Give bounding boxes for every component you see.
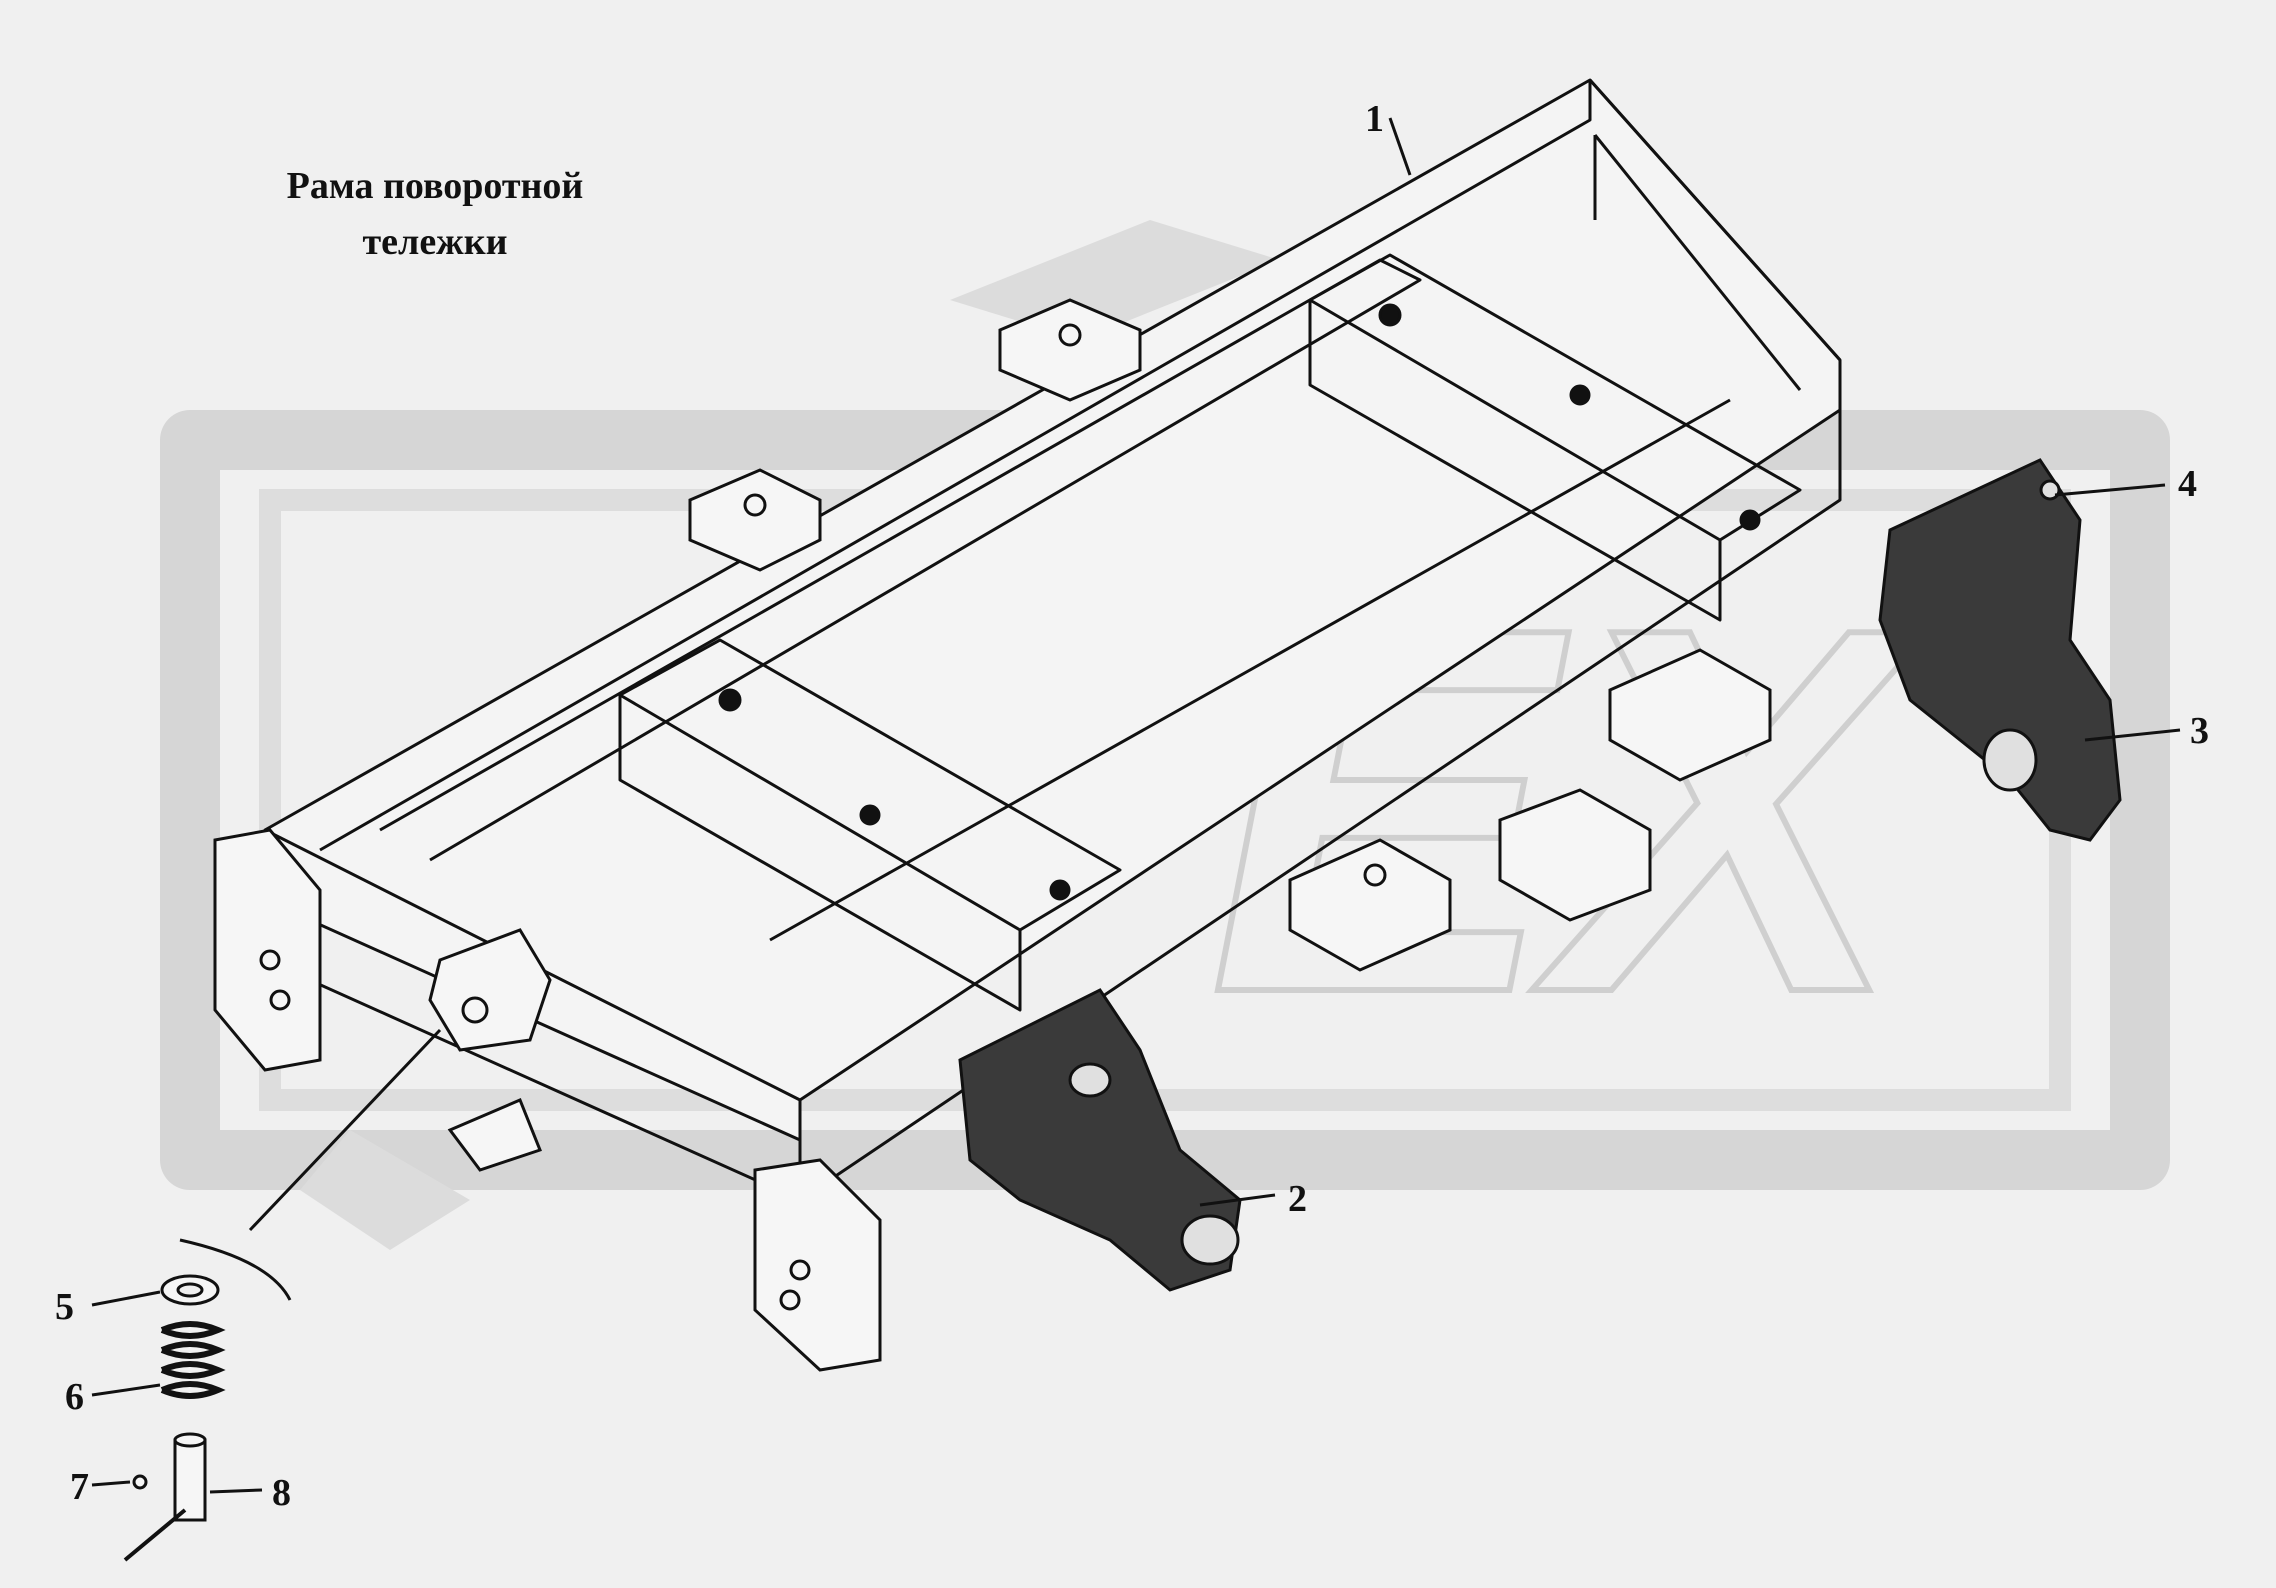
bracket-hole <box>743 493 767 517</box>
plate-hole <box>269 989 291 1011</box>
callout-6: 6 <box>65 1376 84 1418</box>
leader-6 <box>91 1383 161 1397</box>
support-casting-2 <box>958 988 1242 1292</box>
pin-8-top <box>173 1432 207 1448</box>
small-bracket <box>447 1098 542 1172</box>
inner-long-rail-right <box>769 398 1731 942</box>
support-casting-2-hole <box>1068 1062 1112 1098</box>
watermark-gear-top <box>950 220 1280 340</box>
assembly-leader <box>248 1028 442 1232</box>
frame-hole <box>859 804 881 826</box>
callout-4: 4 <box>2178 463 2197 505</box>
callout-2: 2 <box>1288 1178 1307 1220</box>
callout-8: 8 <box>272 1472 291 1514</box>
bracket-right-2 <box>1498 788 1652 922</box>
leader-7 <box>91 1480 131 1487</box>
bracket-mid-left <box>688 468 822 572</box>
support-casting-2-bore <box>1180 1214 1240 1266</box>
plate-hole <box>789 1259 811 1281</box>
support-casting-3-bore <box>1982 728 2038 792</box>
pin-8 <box>173 1438 207 1522</box>
right-top-edge <box>1588 79 1842 361</box>
leader-8 <box>209 1488 263 1494</box>
right-rail-side <box>799 410 1842 1202</box>
frame-hole <box>1569 384 1591 406</box>
cross-member-front <box>618 638 1122 932</box>
casting-bolt-4 <box>2039 479 2061 501</box>
bracket-hole <box>1363 863 1387 887</box>
inner-long-rail-left <box>379 258 1422 862</box>
title-line-2: тележки <box>362 221 508 263</box>
title-line-1: Рама поворотной <box>286 165 584 207</box>
exploded-parts <box>123 1028 442 1562</box>
leader-1 <box>1388 117 1412 176</box>
bracket-right-3 <box>1288 838 1452 972</box>
callout-5: 5 <box>55 1286 74 1328</box>
leader-lines <box>91 117 2181 1494</box>
cross-member-front-side <box>618 695 1022 1012</box>
right-rail-inner <box>1593 134 1802 391</box>
frame-hole <box>1378 303 1402 327</box>
callout-3: 3 <box>2190 710 2209 752</box>
frame-hole <box>718 688 742 712</box>
frame <box>263 78 1842 1202</box>
cotter-pin-7 <box>132 1474 148 1490</box>
pin-bracket <box>428 928 552 1052</box>
front-plate-right <box>753 1158 882 1372</box>
leader-5 <box>91 1290 161 1307</box>
plate-hole <box>779 1289 801 1311</box>
frame-hole <box>1049 879 1071 901</box>
pin-8-handle <box>123 1508 187 1562</box>
leader-3 <box>2084 728 2181 742</box>
watermark-gear-bottom <box>300 1130 470 1250</box>
bracket-top-left <box>998 298 1142 402</box>
castings <box>958 458 2122 1292</box>
assembly-arc <box>179 1238 292 1301</box>
brackets <box>213 298 1772 1372</box>
washer-5-hole <box>176 1282 204 1298</box>
pin-bracket-hole <box>461 996 489 1024</box>
spring-6 <box>160 1321 226 1399</box>
leader-2 <box>1199 1193 1276 1207</box>
callout-7: 7 <box>70 1466 89 1508</box>
leader-4 <box>2054 483 2166 497</box>
diagram-title: Рама поворотной тележки <box>200 158 670 270</box>
bracket-hole <box>1058 323 1082 347</box>
bracket-right-1 <box>1608 648 1772 782</box>
left-rail-inner <box>319 80 1592 852</box>
callout-1: 1 <box>1365 98 1384 140</box>
frame-hole <box>1739 509 1761 531</box>
plate-hole <box>259 949 281 971</box>
support-casting-3 <box>1878 458 2122 842</box>
